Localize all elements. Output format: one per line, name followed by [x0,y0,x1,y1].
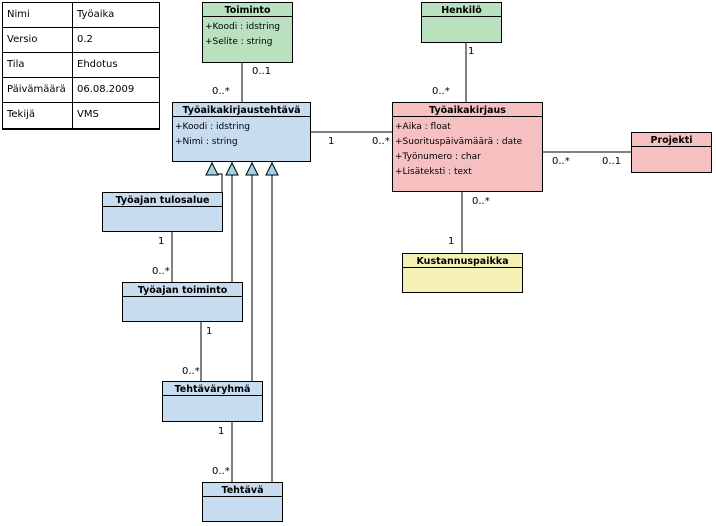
meta-key: Tekijä [3,103,73,128]
attribute: +Aika : float [395,122,451,132]
multiplicity-label: 0..* [212,466,230,477]
multiplicity-label: 0..* [472,196,490,207]
attribute: +Koodi : idstring [175,122,251,132]
meta-row-nimi: Nimi Työaika [3,3,159,28]
multiplicity-label: 1 [218,426,225,437]
class-tehtava[interactable]: Tehtävä [202,482,283,522]
class-name: Työajan tulosalue [103,193,222,207]
attribute: +Selite : string [205,37,273,47]
class-toiminto[interactable]: Toiminto +Koodi : idstring +Selite : str… [202,2,293,63]
class-name: Työajan toiminto [123,283,242,297]
multiplicity-label: 0..* [552,156,570,167]
generalization-arrow-1 [205,161,219,176]
attribute: +Työnumero : char [395,152,481,162]
meta-row-versio: Versio 0.2 [3,28,159,53]
class-kustannuspaikka[interactable]: Kustannuspaikka [402,253,523,293]
class-attributes: +Koodi : idstring +Selite : string [203,17,292,50]
class-tyoaikakirjaus[interactable]: Työaikakirjaus +Aika : float +Suorituspä… [392,102,543,192]
meta-key: Nimi [3,3,73,27]
multiplicity-label: 1 [206,326,213,337]
attribute: +Lisäteksti : text [395,167,472,177]
multiplicity-label: 0..* [372,136,390,147]
meta-key: Versio [3,28,73,52]
multiplicity-label: 0..* [152,266,170,277]
attribute: +Nimi : string [175,137,238,147]
class-tyoajan-toiminto[interactable]: Työajan toiminto [122,282,243,322]
generalization-arrow-4 [265,161,279,176]
meta-value: Ehdotus [77,59,118,70]
class-tehtavaryhma[interactable]: Tehtäväryhmä [162,381,263,422]
meta-row-tila: Tila Ehdotus [3,53,159,78]
class-tyoajan-tulosalue[interactable]: Työajan tulosalue [102,192,223,232]
multiplicity-label: 0..* [182,366,200,377]
class-henkilo[interactable]: Henkilö [421,2,502,43]
class-attributes: +Aika : float +Suorituspäivämäärä : date… [393,117,542,180]
multiplicity-label: 0..1 [252,66,272,77]
attribute: +Koodi : idstring [205,22,281,32]
generalization-arrow-2 [225,161,239,176]
meta-key: Tila [3,53,73,77]
multiplicity-label: 0..1 [602,156,622,167]
multiplicity-label: 1 [448,236,455,247]
generalization-arrow-3 [245,161,259,176]
class-name: Projekti [632,133,711,147]
class-attributes: +Koodi : idstring +Nimi : string [173,117,310,150]
class-name: Työaikakirjaus [393,103,542,117]
class-name: Tehtävä [203,483,282,497]
meta-row-paivamaara: Päivämäärä 06.08.2009 [3,78,159,103]
class-name: Henkilö [422,3,501,17]
meta-key: Päivämäärä [3,78,73,102]
multiplicity-label: 1 [158,236,165,247]
metadata-table: Nimi Työaika Versio 0.2 Tila Ehdotus Päi… [2,2,160,130]
class-name: Kustannuspaikka [403,254,522,268]
class-name: Toiminto [203,3,292,17]
class-projekti[interactable]: Projekti [631,132,712,173]
class-name: Työaikakirjaustehtävä [173,103,310,117]
multiplicity-label: 1 [328,136,335,147]
class-name: Tehtäväryhmä [163,382,262,396]
multiplicity-label: 0..* [212,86,230,97]
multiplicity-label: 0..* [432,86,450,97]
meta-value: 0.2 [77,34,93,45]
class-tyoaikakirjaustehtava[interactable]: Työaikakirjaustehtävä +Koodi : idstring … [172,102,311,162]
meta-value: 06.08.2009 [77,84,135,95]
meta-value: Työaika [77,9,115,20]
multiplicity-label: 1 [468,46,475,57]
attribute: +Suorituspäivämäärä : date [395,137,523,147]
meta-row-tekija: Tekijä VMS [3,103,159,129]
meta-value: VMS [77,109,99,120]
